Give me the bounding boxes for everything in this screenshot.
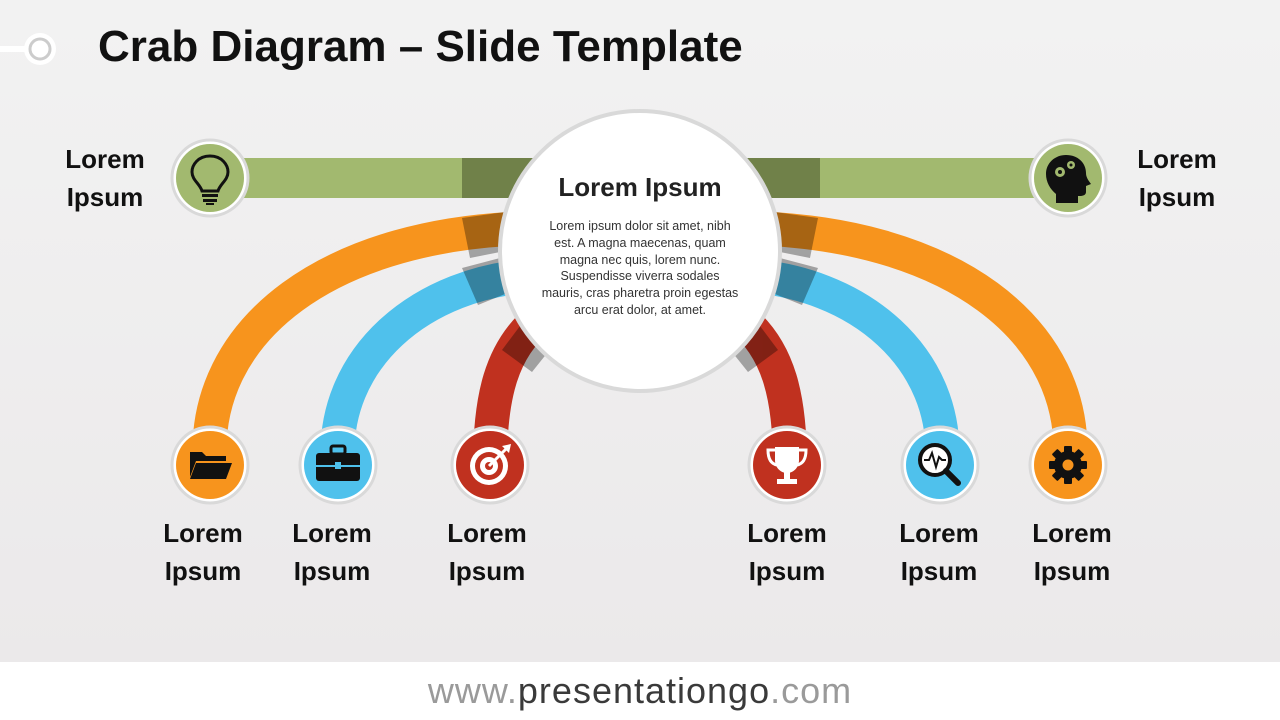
node-bottom-6 xyxy=(1028,425,1108,505)
node-bottom-2 xyxy=(298,425,378,505)
label-top-left: Lorem Ipsum xyxy=(45,140,165,216)
footer-www: www. xyxy=(427,670,518,711)
head-gears-icon xyxy=(1046,155,1091,203)
label-line: Ipsum xyxy=(448,556,526,586)
label-line: Ipsum xyxy=(66,182,144,212)
label-bottom-4: Lorem Ipsum xyxy=(727,514,847,590)
node-bottom-5 xyxy=(900,425,980,505)
node-top-right xyxy=(1028,138,1108,218)
page-title: Crab Diagram – Slide Template xyxy=(98,22,743,71)
hub-circle xyxy=(498,109,782,393)
label-line: Lorem xyxy=(899,518,979,548)
node-bottom-1 xyxy=(170,425,250,505)
label-line: Lorem xyxy=(447,518,527,548)
label-bottom-6: Lorem Ipsum xyxy=(1012,514,1132,590)
label-line: Lorem xyxy=(292,518,372,548)
node-top-left xyxy=(170,138,250,218)
label-line: Lorem xyxy=(163,518,243,548)
arc-shades xyxy=(462,212,818,372)
lightbulb-icon xyxy=(190,154,230,205)
footer-com: .com xyxy=(770,670,853,711)
gear-icon xyxy=(1049,446,1087,484)
label-line: Ipsum xyxy=(164,556,242,586)
blue-arc-left xyxy=(320,258,541,467)
label-bottom-2: Lorem Ipsum xyxy=(272,514,392,590)
label-line: Lorem xyxy=(1032,518,1112,548)
label-line: Ipsum xyxy=(748,556,826,586)
trophy-icon xyxy=(766,447,808,484)
target-icon xyxy=(470,444,511,485)
label-bottom-1: Lorem Ipsum xyxy=(143,514,263,590)
hub-title: Lorem Ipsum xyxy=(558,172,722,202)
label-line: Ipsum xyxy=(1033,556,1111,586)
orange-arc-left xyxy=(192,211,541,467)
label-top-right: Lorem Ipsum xyxy=(1117,140,1237,216)
label-line: Lorem xyxy=(65,144,145,174)
node-bottom-3 xyxy=(450,425,530,505)
node-bottom-4 xyxy=(747,425,827,505)
blue-arc-right xyxy=(739,258,960,467)
label-line: Lorem xyxy=(1137,144,1217,174)
magnifier-pulse-icon xyxy=(918,443,961,486)
footer-brand: presentationgo xyxy=(517,670,771,711)
label-line: Ipsum xyxy=(293,556,371,586)
crab-diagram xyxy=(170,109,1108,505)
folder-icon xyxy=(190,452,232,479)
orange-arc-right xyxy=(739,211,1088,467)
label-line: Ipsum xyxy=(900,556,978,586)
footer-url[interactable]: www.presentationgo.com xyxy=(0,662,1280,720)
hub-description: Lorem ipsum dolor sit amet, nibh est. A … xyxy=(541,219,739,317)
label-bottom-3: Lorem Ipsum xyxy=(427,514,547,590)
label-bottom-5: Lorem Ipsum xyxy=(879,514,999,590)
title-decoration xyxy=(0,33,56,65)
label-line: Lorem xyxy=(747,518,827,548)
briefcase-icon xyxy=(316,444,360,481)
label-line: Ipsum xyxy=(1138,182,1216,212)
